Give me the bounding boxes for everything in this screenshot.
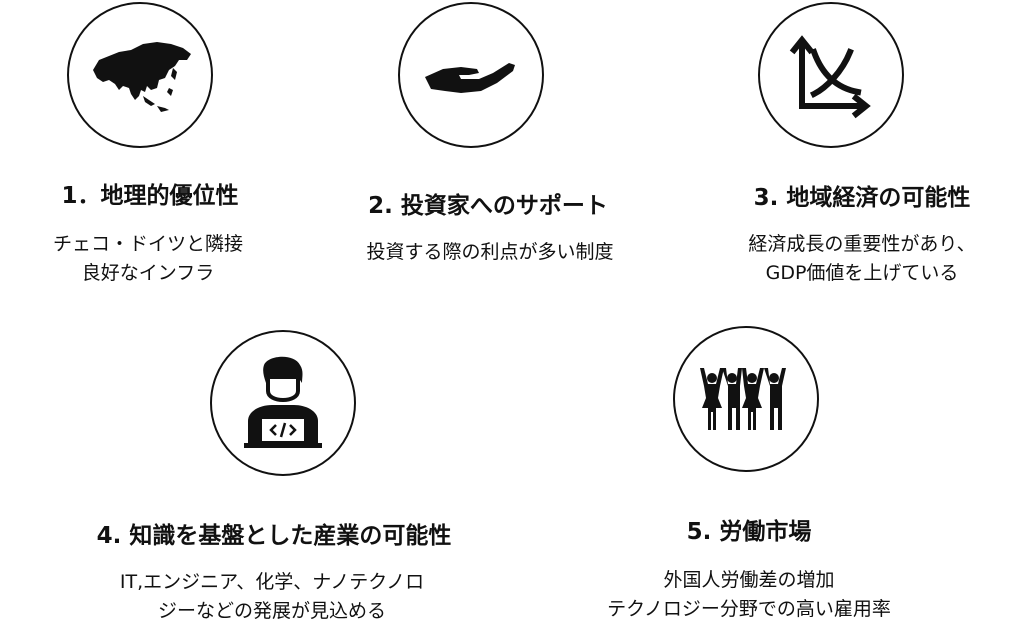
item-5-description: 外国人労働差の増加 テクノロジー分野での高い雇用率 xyxy=(607,566,891,624)
item-5-desc-line-1: 外国人労働差の増加 xyxy=(663,569,835,591)
open-hand-icon xyxy=(425,63,515,93)
growth-chart-circle xyxy=(758,2,904,148)
asia-map-icon xyxy=(93,42,191,112)
item-1-title: 1．地理的優位性 xyxy=(61,183,239,209)
item-3-desc-line-1: 経済成長の重要性があり、 xyxy=(748,233,976,255)
item-5-title: 5. 労働市場 xyxy=(686,519,812,545)
open-hand-circle xyxy=(398,2,544,148)
item-1-desc-line-1: チェコ・ドイツと隣接 xyxy=(52,233,244,255)
item-5-desc-line-2: テクノロジー分野での高い雇用率 xyxy=(607,598,891,620)
item-3-title: 3. 地域経済の可能性 xyxy=(753,185,971,211)
item-1-description: チェコ・ドイツと隣接 良好なインフラ xyxy=(53,230,243,288)
people-group-circle xyxy=(673,326,819,472)
item-3-desc-line-2: GDP価値を上げている xyxy=(765,262,959,284)
item-2-description: 投資する際の利点が多い制度 xyxy=(366,238,613,267)
item-4-description: IT,エンジニア、化学、ナノテクノロ ジーなどの発展が見込める xyxy=(120,568,424,626)
item-2-title: 2. 投資家へのサポート xyxy=(368,193,608,219)
growth-chart-icon xyxy=(789,35,871,119)
item-2-desc-line-1: 投資する際の利点が多い制度 xyxy=(366,241,614,263)
people-group-icon xyxy=(700,368,786,430)
item-3-description: 経済成長の重要性があり、 GDP価値を上げている xyxy=(748,230,975,288)
asia-map-circle xyxy=(67,2,213,148)
item-4-desc-line-1: IT,エンジニア、化学、ナノテクノロ xyxy=(119,571,425,593)
item-4-title: 4. 知識を基盤とした産業の可能性 xyxy=(96,523,452,549)
programmer-circle xyxy=(210,330,356,476)
programmer-laptop-icon xyxy=(244,356,322,448)
item-1-desc-line-2: 良好なインフラ xyxy=(81,262,215,284)
item-4-desc-line-2: ジーなどの発展が見込める xyxy=(157,600,387,622)
